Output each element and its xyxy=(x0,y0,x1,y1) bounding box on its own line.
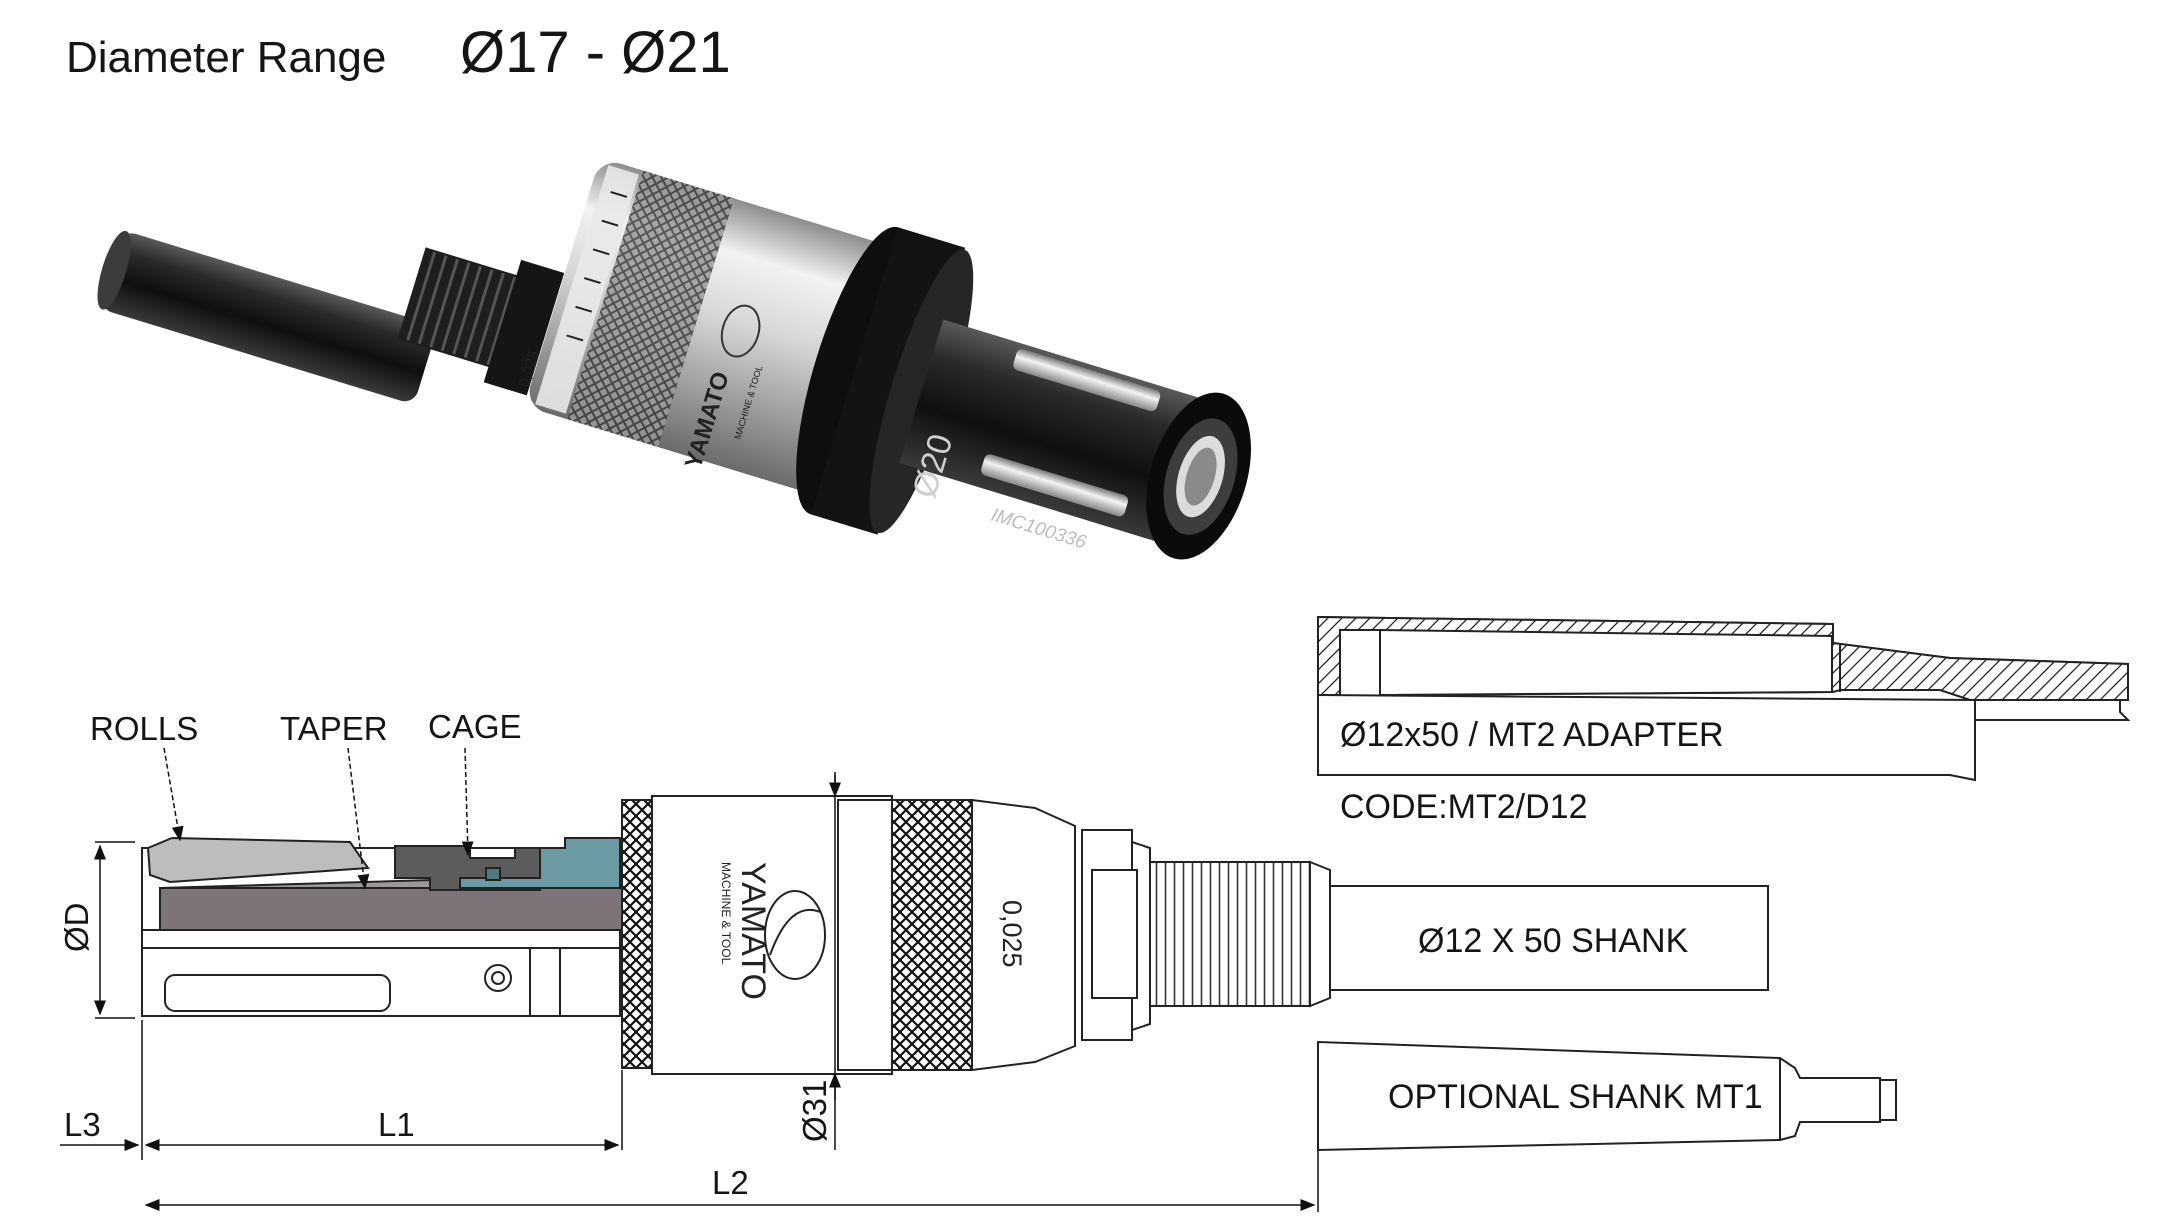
dimension-l2: L2 xyxy=(712,1164,749,1201)
optional-shank-label: OPTIONAL SHANK MT1 xyxy=(1388,1078,1763,1116)
dimension-lines xyxy=(60,747,1319,1212)
diameter-range-value: Ø17 - Ø21 xyxy=(460,20,731,85)
diameter-range-title: Diameter Range xyxy=(66,33,387,82)
callout-taper: TAPER xyxy=(280,710,388,747)
render-thread xyxy=(397,247,565,396)
optional-shank-outline xyxy=(1317,1040,1881,1152)
adapter-code-label: CODE:MT2/D12 xyxy=(1340,788,1588,826)
section-drawing xyxy=(141,795,1897,1152)
render-shank xyxy=(97,230,435,402)
product-render: 0,025 YAMATO MACHINE & TOOL Ø20 IMC10033… xyxy=(97,162,1251,560)
body-brand-sub-text: MACHINE & TOOL xyxy=(719,862,733,965)
dimension-d31: Ø31 xyxy=(796,1079,833,1142)
adapter-label: Ø12x50 / MT2 ADAPTER xyxy=(1340,716,1724,754)
callout-cage: CAGE xyxy=(428,708,522,745)
body-scale-text: 0,025 xyxy=(997,900,1027,968)
render-nose xyxy=(796,226,1251,560)
taper-part xyxy=(159,887,623,931)
straight-shank-label: Ø12 X 50 SHANK xyxy=(1418,922,1689,960)
body-brand-text: YAMATO xyxy=(734,862,772,1000)
dimension-l3: L3 xyxy=(64,1106,101,1143)
callout-rolls: ROLLS xyxy=(90,710,199,747)
adapter-drawing xyxy=(1317,615,2131,782)
dimension-d: ØD xyxy=(58,902,95,953)
dimension-l1: L1 xyxy=(378,1106,415,1143)
